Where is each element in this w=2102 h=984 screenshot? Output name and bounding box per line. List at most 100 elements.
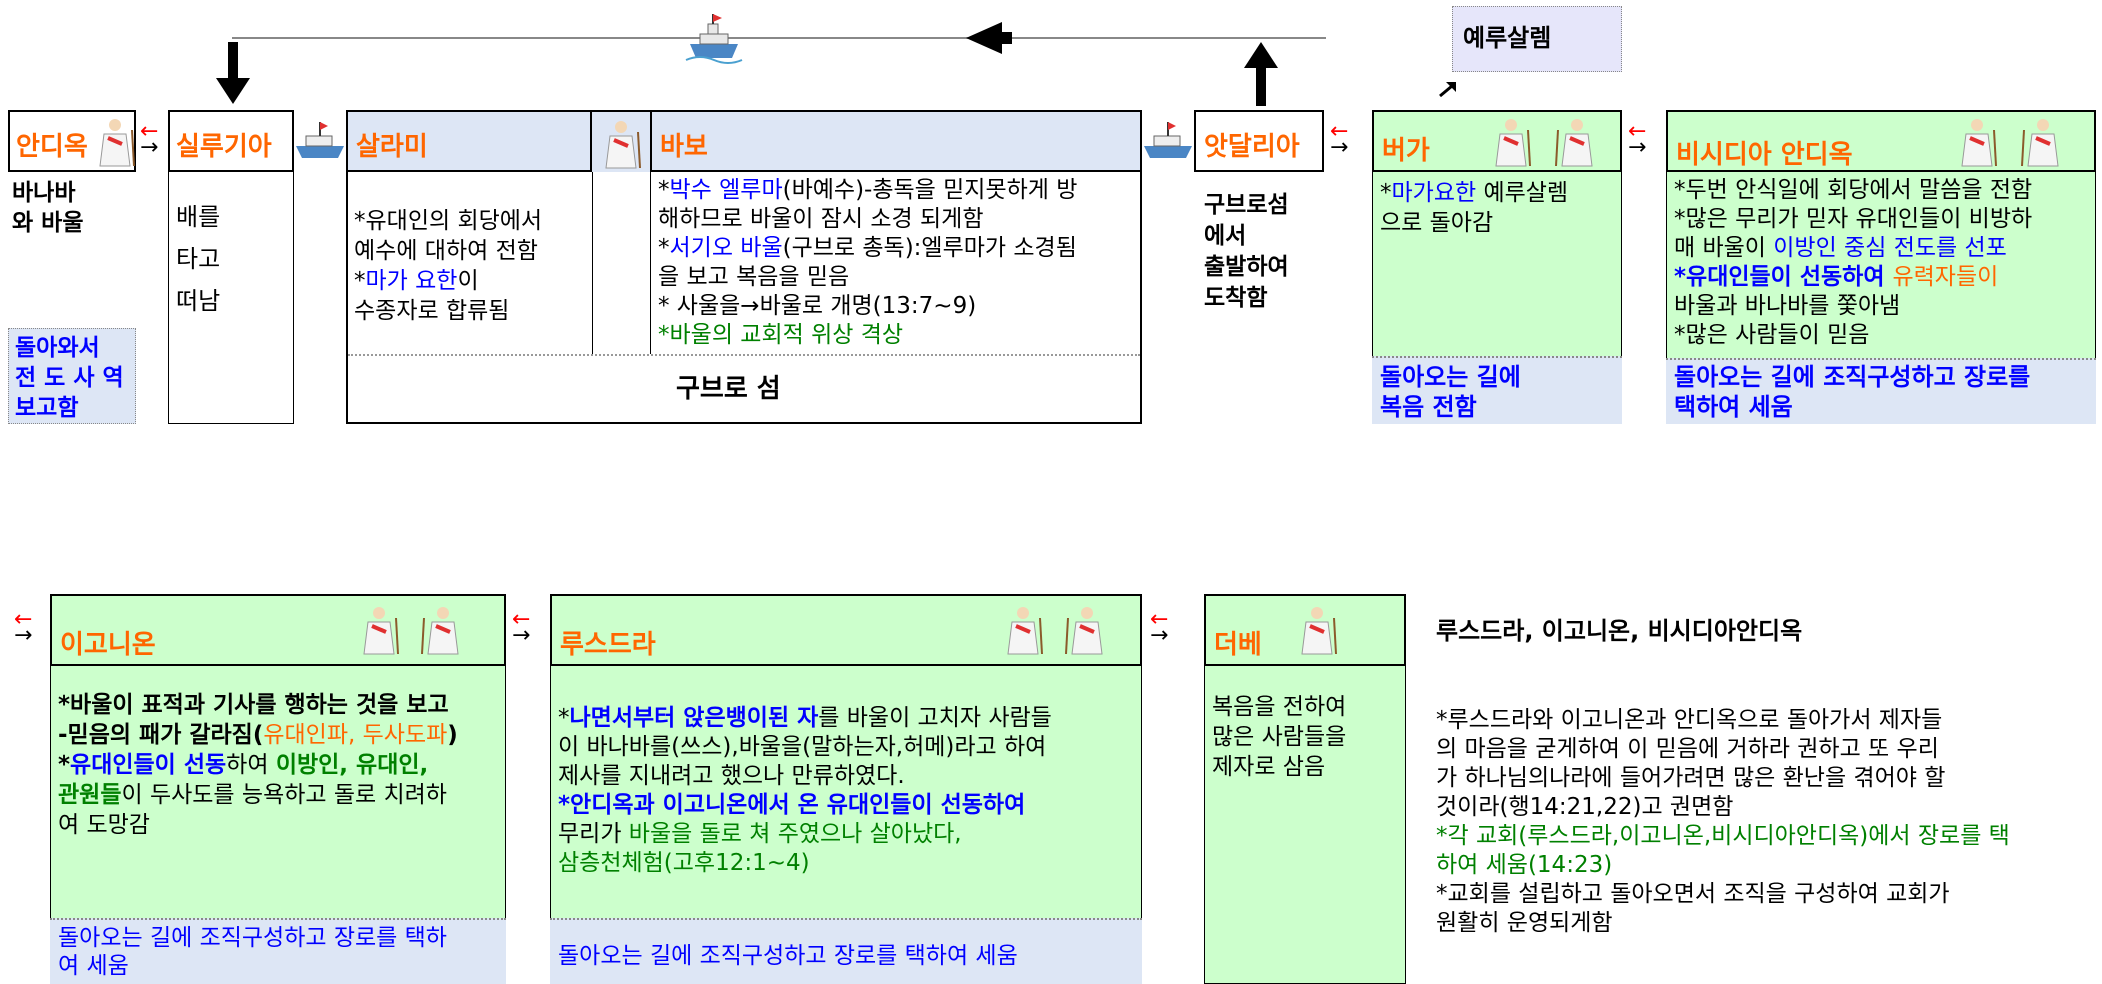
text-segment: * xyxy=(658,177,670,203)
seleucia-title: 실루기아 xyxy=(176,132,272,162)
perga-footer-line: 돌아오는 길에 xyxy=(1380,363,1521,391)
right-arrow-icon: → xyxy=(512,623,531,648)
derbe-body: 복음을 전하여 많은 사람들을 제자로 삼음 xyxy=(1212,692,1346,782)
derbe-title: 더베 xyxy=(1214,630,1262,660)
salamis-line: 수종자로 합류됨 xyxy=(354,296,590,326)
lystra-footer: 돌아오는 길에 조직구성하고 장로를 택하여 세움 xyxy=(558,942,1018,970)
attalia-body: 구브로섬 에서 출발하여 도착함 xyxy=(1204,190,1289,314)
summary-body: *루스드라와 이고니온과 안디옥으로 돌아가서 제자들 의 마음을 굳게하여 이… xyxy=(1436,706,2096,938)
perga-pisidian-arrows: ← → xyxy=(1628,119,1658,160)
perga-footer-line: 복음 전함 xyxy=(1380,393,1477,421)
derbe-header: 더베 xyxy=(1204,594,1406,666)
lystra-footer-line: 돌아오는 길에 조직구성하고 장로를 택하여 세움 xyxy=(558,943,1018,969)
text-segment: * xyxy=(354,268,366,294)
text-segment: 예수에 대하여 전함 xyxy=(354,238,538,264)
text-segment: (바예수)-총독을 믿지못하게 방 xyxy=(782,177,1078,203)
lystra-line: *나면서부터 앉은뱅이된 자를 바울이 고치자 사람들 xyxy=(558,704,1138,733)
iconium-header: 이고니온 xyxy=(50,594,506,666)
text-segment: 삼층천체험(고후12:1~4) xyxy=(558,850,810,876)
antioch-footer-line: 보고함 xyxy=(15,395,79,421)
text-segment: 예루살렘 xyxy=(1476,180,1569,206)
paul-figure-icon xyxy=(99,119,135,167)
pisidian-header: 비시디아 안디옥 xyxy=(1666,110,2096,172)
iconium-line: *유대인들이 선동하여 이방인, 유대인, xyxy=(58,750,502,780)
text-segment: *유대인들이 선동하여 xyxy=(1674,264,1893,290)
text-segment: 것이라(행14:21,22)고 권면함 xyxy=(1436,794,1734,820)
pisidian-line: *많은 무리가 믿자 유대인들이 비방하 xyxy=(1674,205,2092,234)
perga-title: 버가 xyxy=(1382,136,1430,166)
paphos-line: *바울의 교회적 위상 격상 xyxy=(658,321,1136,350)
iconium-line: *바울이 표적과 기사를 행하는 것을 보고 xyxy=(58,690,502,720)
text-segment: *많은 무리가 믿자 유대인들이 비방하 xyxy=(1674,206,2033,232)
salamis-line: 예수에 대하여 전함 xyxy=(354,236,590,266)
summary-line: 가 하나님의나라에 들어가려면 많은 환난을 겪어야 할 xyxy=(1436,764,2096,793)
text-segment: *바울이 표적과 기사를 행하는 것을 보고 xyxy=(58,692,449,718)
antioch-footer-line: 돌아와서 xyxy=(15,335,100,361)
antioch-footer: 돌아와서 전 도 사 역 보고함 xyxy=(15,333,124,423)
text-segment: 유대인들이 선동 xyxy=(70,752,227,778)
text-segment: 이 바나바를(쓰스),바울을(말하는자,허메)라고 하여 xyxy=(558,734,1047,760)
lystra-arrows: ← → xyxy=(512,607,542,648)
ship-icon xyxy=(685,14,743,64)
lystra-line: *안디옥과 이고니온에서 온 유대인들이 선동하여 xyxy=(558,791,1138,820)
barnabas-figure-icon xyxy=(1555,119,1593,167)
derbe-body-line: 복음을 전하여 xyxy=(1212,694,1347,720)
pisidian-body: *두번 안식일에 회당에서 말씀을 전함 *많은 무리가 믿자 유대인들이 비방… xyxy=(1674,176,2092,350)
antioch-seleucia-arrows: ← → xyxy=(140,119,170,160)
text-segment: *각 교회(루스드라,이고니온,비시디아안디옥)에서 장로를 택 xyxy=(1436,823,2010,849)
lystra-line: 이 바나바를(쓰스),바울을(말하는자,허메)라고 하여 xyxy=(558,733,1138,762)
text-segment: 이방인 중심 전도를 선포 xyxy=(1773,235,2007,261)
right-arrow-icon: → xyxy=(1628,135,1647,160)
text-segment: 나면서부터 앉은뱅이된 자 xyxy=(569,705,819,731)
salamis-figure-cell xyxy=(592,110,650,172)
to-jerusalem-arrow-icon xyxy=(1439,82,1456,98)
text-segment: 이 xyxy=(457,268,479,294)
left-arrow-icon: ← xyxy=(1330,119,1349,144)
left-arrow-icon: ← xyxy=(140,119,159,144)
lystra-line: 무리가 바울을 돌로 쳐 주였으나 살아났다, xyxy=(558,820,1138,849)
perga-header: 버가 xyxy=(1372,110,1622,172)
text-segment: 이 두사도를 능욕하고 돌로 치려하 xyxy=(121,782,447,808)
barnabas-figure-icon xyxy=(1065,607,1103,655)
iconium-footer-box: 돌아오는 길에 조직구성하고 장로를 택하 여 세움 xyxy=(50,918,506,984)
sea-route-line xyxy=(216,14,1456,106)
summary-line: 원활히 운영되게함 xyxy=(1436,909,2096,938)
perga-body: *마가요한 예루살렘 으로 돌아감 xyxy=(1380,178,1568,238)
summary-line: *루스드라와 이고니온과 안디옥으로 돌아가서 제자들 xyxy=(1436,706,2096,735)
summary-line: *교회를 설립하고 돌아오면서 조직을 구성하여 교회가 xyxy=(1436,880,2096,909)
attalia-body-line: 에서 xyxy=(1204,223,1247,249)
cyprus-label: 구브로 섬 xyxy=(676,374,781,404)
pisidian-line: 매 바울이 이방인 중심 전도를 선포 xyxy=(1674,234,2092,263)
text-segment: 해하므로 바울이 잠시 소경 되게함 xyxy=(658,206,984,232)
barnabas-figure-icon xyxy=(2021,119,2059,167)
iconium-arrows: ← → xyxy=(14,609,44,647)
paphos-line: *박수 엘루마(바예수)-총독을 믿지못하게 방 xyxy=(658,176,1136,205)
text-segment: *루스드라와 이고니온과 안디옥으로 돌아가서 제자들 xyxy=(1436,707,1943,733)
text-segment: 마가 요한 xyxy=(365,268,458,294)
text-segment: 서기오 바울 xyxy=(669,235,783,261)
text-segment: 마가요한 xyxy=(1391,180,1477,206)
left-arrow-icon: ← xyxy=(1628,119,1647,144)
right-arrow-icon: → xyxy=(1150,623,1169,648)
attalia-header: 앗달리아 xyxy=(1194,110,1324,172)
lystra-footer-box: 돌아오는 길에 조직구성하고 장로를 택하여 세움 xyxy=(550,918,1142,984)
paphos-line: 을 보고 복음을 믿음 xyxy=(658,263,1136,292)
text-segment: 원활히 운영되게함 xyxy=(1436,910,1613,936)
summary-line: 의 마음을 굳게하여 이 믿음에 거하라 권하고 또 우리 xyxy=(1436,735,2096,764)
up-arrow-icon xyxy=(1244,42,1278,106)
text-segment: * 사울을→바울로 개명(13:7~9) xyxy=(658,293,977,319)
text-segment: 수종자로 합류됨 xyxy=(354,298,510,324)
right-arrow-icon: → xyxy=(140,135,159,160)
summary-line: *각 교회(루스드라,이고니온,비시디아안디옥)에서 장로를 택 xyxy=(1436,822,2096,851)
antioch-body-line: 와 바울 xyxy=(12,210,84,236)
lystra-line: 제사를 지내려고 했으나 만류하였다. xyxy=(558,762,1138,791)
left-arrow-icon: ← xyxy=(512,607,531,632)
seleucia-header: 실루기아 xyxy=(168,110,294,172)
pisidian-footer-line: 택하여 세움 xyxy=(1674,393,1793,421)
right-arrow-icon: → xyxy=(1330,135,1349,160)
antioch-body-line: 바나바 xyxy=(12,180,76,206)
text-segment: 으로 돌아감 xyxy=(1380,210,1494,236)
antioch-body: 바나바 와 바울 xyxy=(12,178,84,238)
paphos-line: *서기오 바울(구브로 총독):엘루마가 소경됨 xyxy=(658,234,1136,263)
text-segment: (구브로 총독):엘루마가 소경됨 xyxy=(782,235,1077,261)
